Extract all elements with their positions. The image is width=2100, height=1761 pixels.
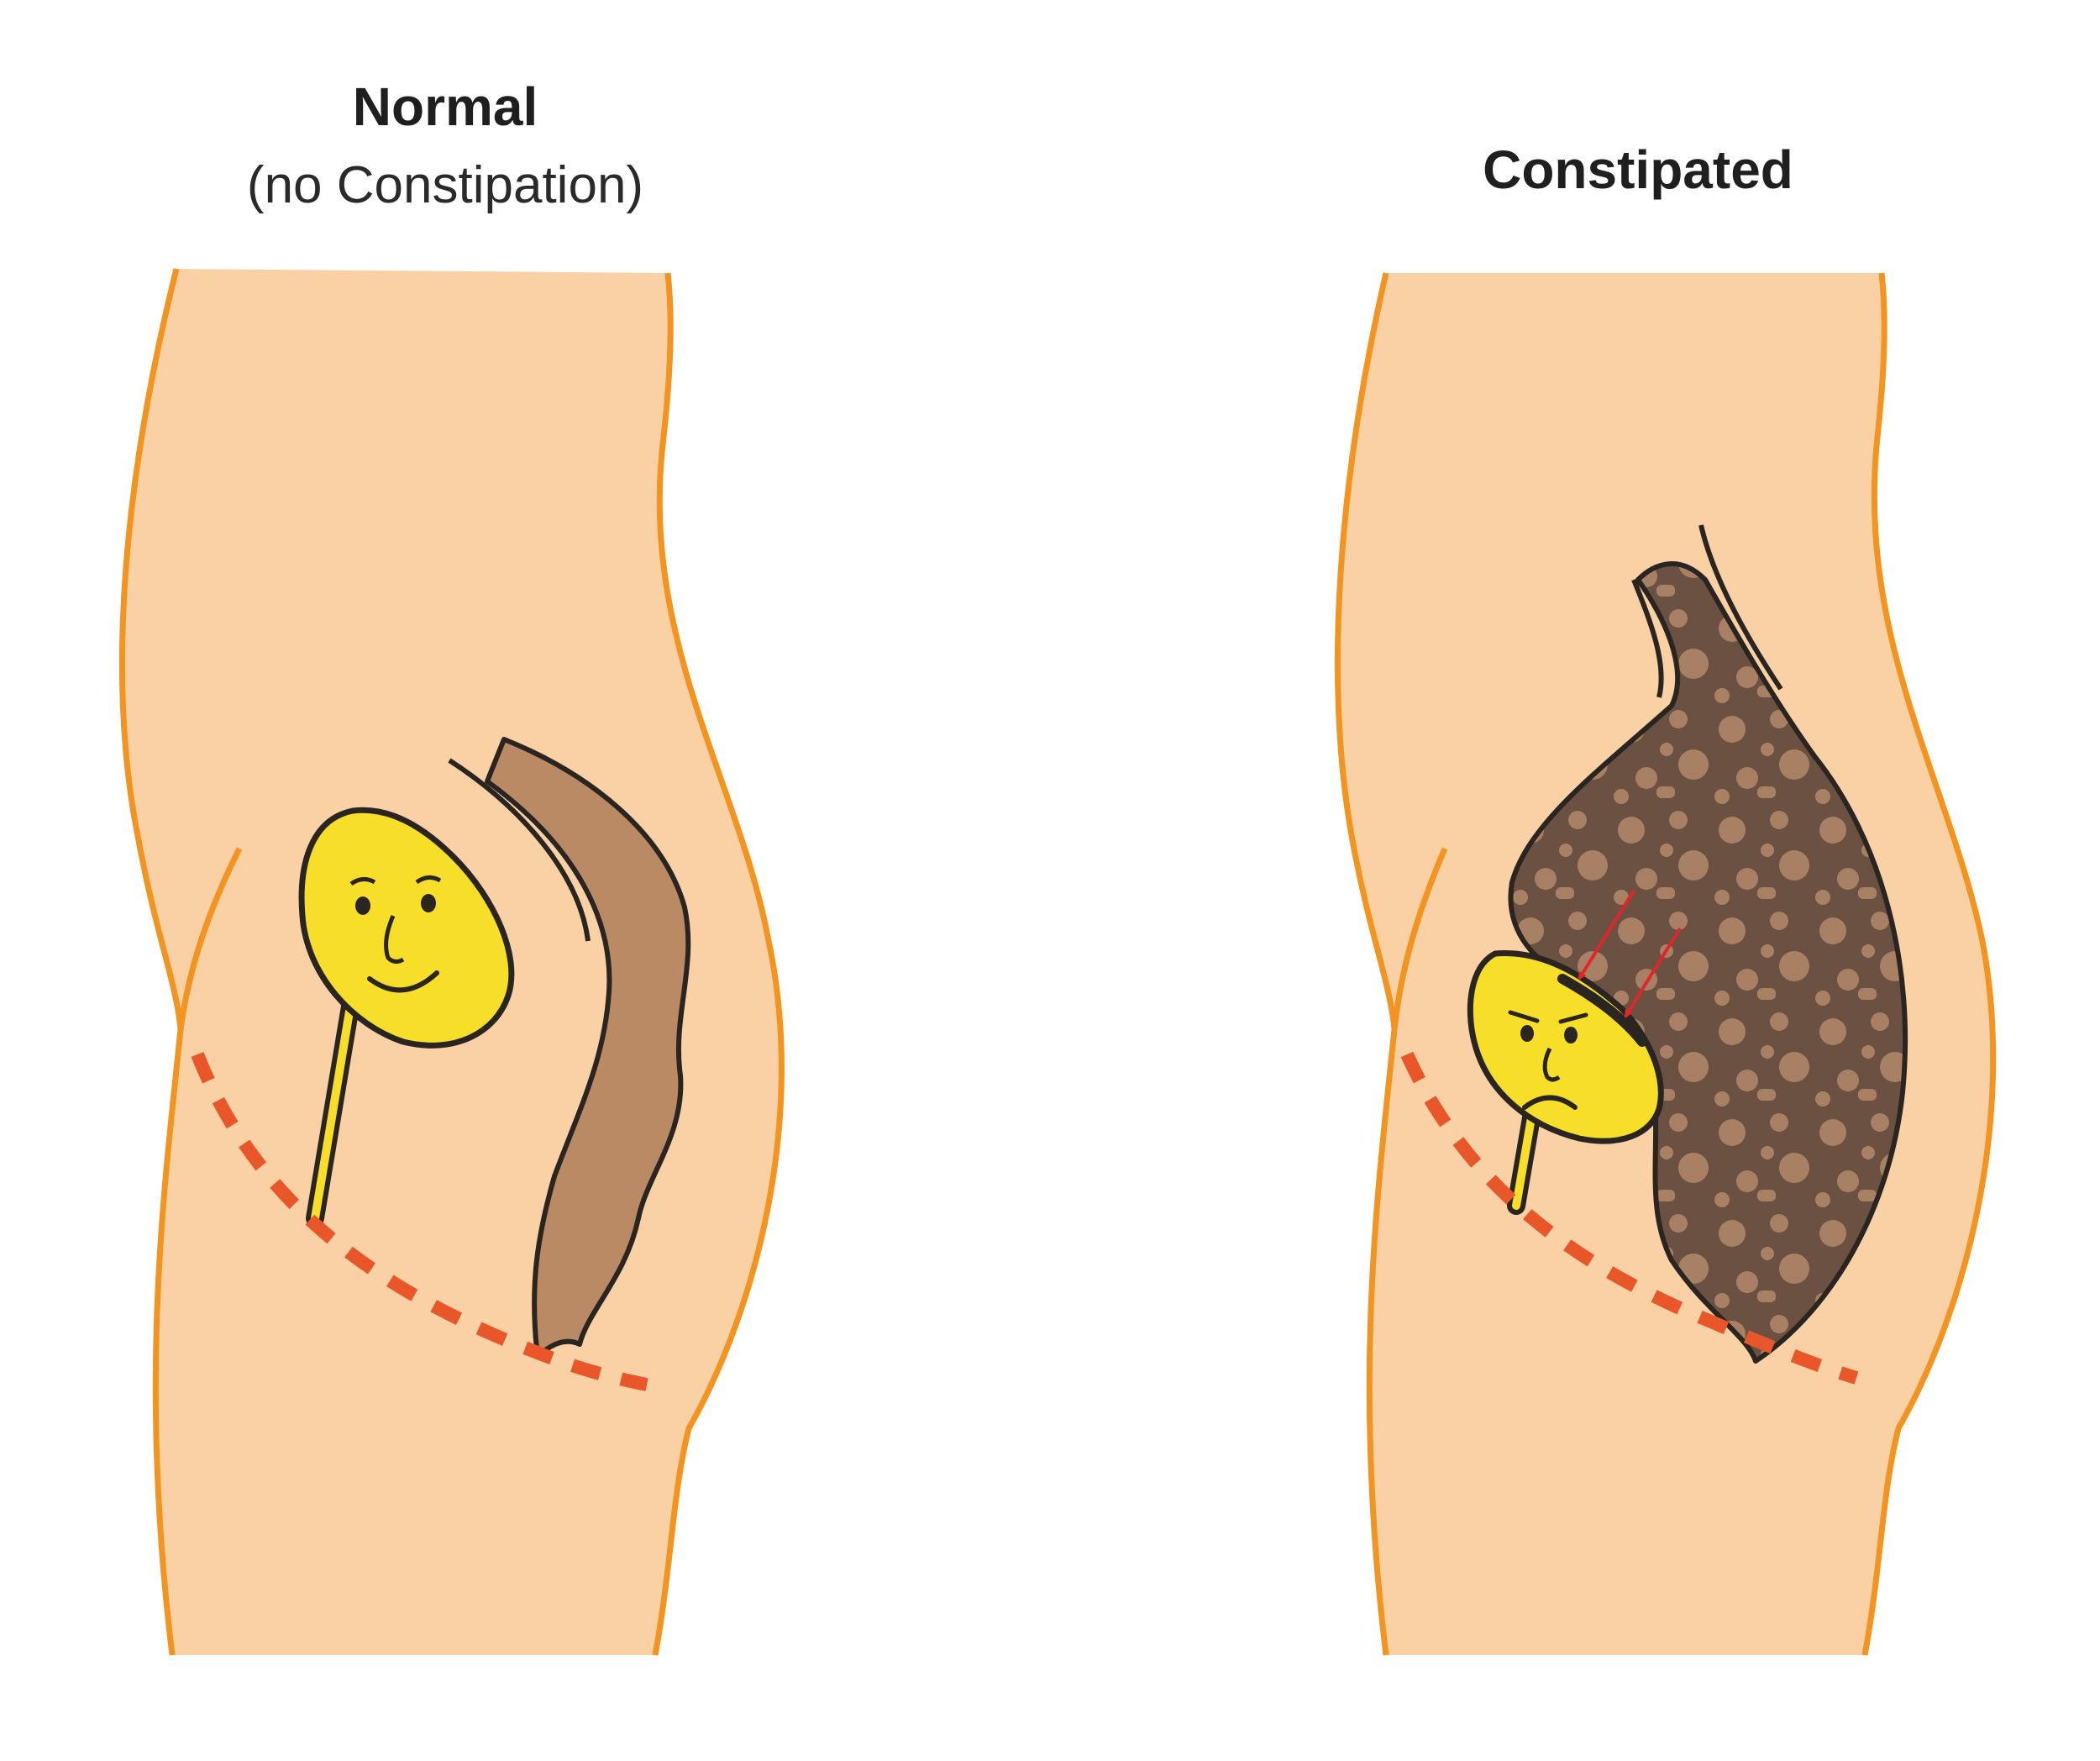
constipated-pelvic-floor-line <box>1400 1051 1859 1385</box>
normal-title: Normal <box>352 76 538 137</box>
constipated-body-outline-right <box>1861 272 1997 1656</box>
normal-urethra-fill <box>311 987 357 1222</box>
constipated-body-outline-left <box>1335 272 1398 1656</box>
constipated-rectum-neck-left <box>1631 578 1664 698</box>
normal-subtitle: (no Constipation) <box>246 156 644 214</box>
constipated-stool-mass <box>1508 561 1908 1364</box>
constipated-compression-edge <box>1557 974 1647 1047</box>
normal-bladder <box>298 807 515 1049</box>
normal-panel <box>118 268 785 1656</box>
constipated-bladder <box>1467 950 1664 1144</box>
constipated-panel <box>1335 272 1997 1656</box>
pressure-arrow-2 <box>1624 927 1682 1018</box>
smile-face-icon <box>349 875 442 993</box>
normal-thigh-crease <box>177 847 243 1030</box>
constipated-rectum-neck-right <box>1698 524 1783 691</box>
constipated-title: Constipated <box>1483 139 1793 200</box>
normal-rectum <box>485 737 691 1359</box>
normal-pelvic-floor-line <box>191 1052 648 1391</box>
normal-body-outline-right <box>652 272 785 1656</box>
pressure-arrow-1 <box>1578 889 1635 980</box>
frown-face-icon <box>1508 1010 1588 1110</box>
constipated-thigh-crease <box>1391 847 1448 1030</box>
normal-body-outline-left <box>118 268 184 1656</box>
normal-rectum-inner-edge <box>448 758 591 942</box>
